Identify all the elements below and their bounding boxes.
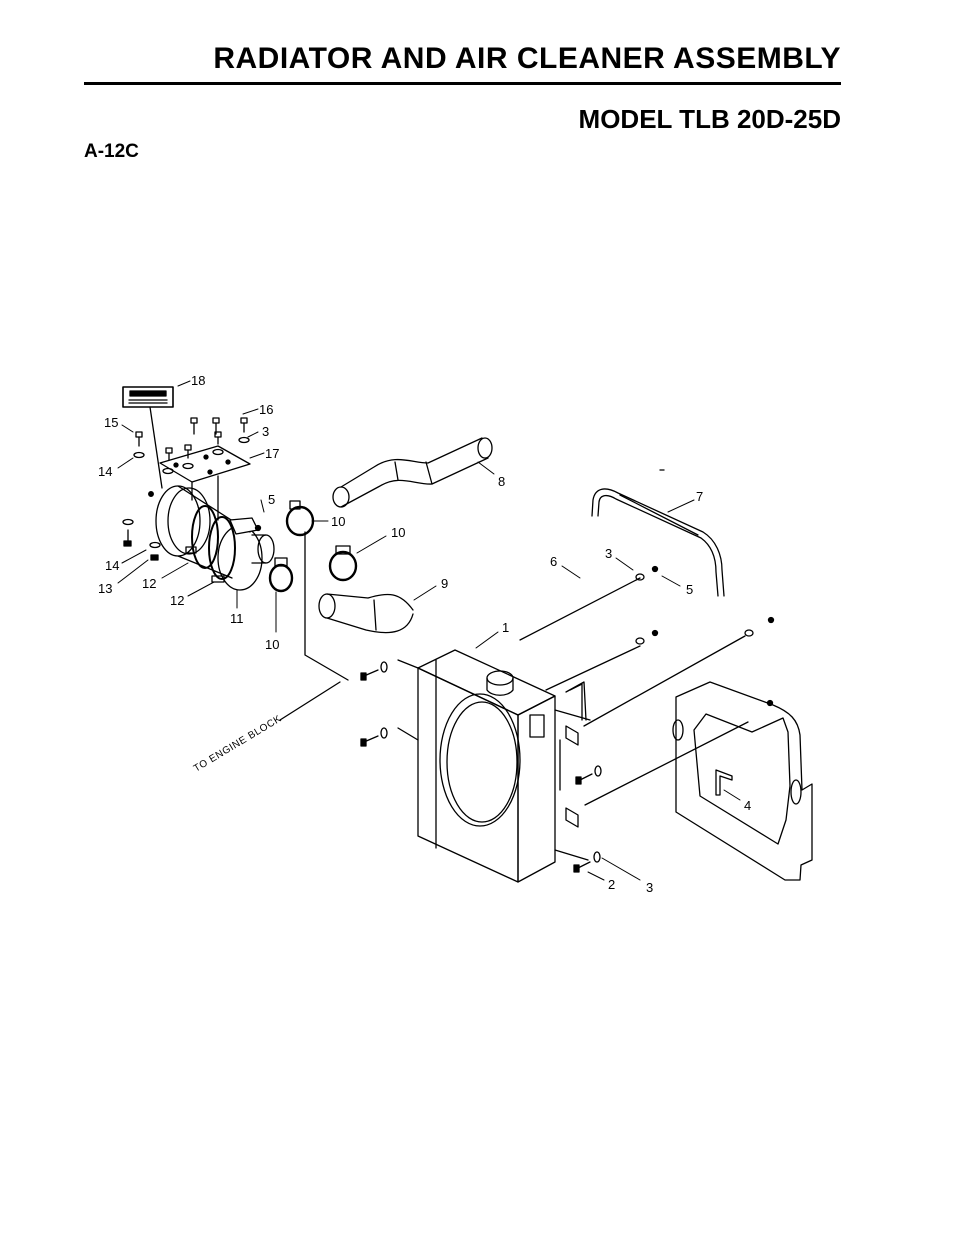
callout-3: 3 — [646, 880, 653, 895]
model-number: MODEL TLB 20D-25D — [578, 104, 841, 134]
radiator — [417, 649, 591, 883]
callout-10: 10 — [391, 525, 405, 540]
callout-10: 10 — [265, 637, 279, 652]
cleaner-bracket — [159, 445, 251, 521]
callout-10: 10 — [331, 514, 345, 529]
callout-2: 2 — [608, 877, 615, 892]
callout-3: 3 — [605, 546, 612, 561]
shroud-plate — [672, 681, 813, 881]
callout-14: 14 — [105, 558, 119, 573]
callout-7: 7 — [696, 489, 703, 504]
callout-6: 6 — [550, 554, 557, 569]
title-rule — [84, 82, 841, 85]
page-title: RADIATOR AND AIR CLEANER ASSEMBLY — [213, 42, 841, 75]
callout-13: 13 — [98, 581, 112, 596]
radiator-bolts — [360, 659, 602, 873]
callout-14: 14 — [98, 464, 112, 479]
figure-reference: A-12C — [84, 141, 139, 162]
bracket-bolts — [122, 417, 250, 561]
callout-1: 1 — [502, 620, 509, 635]
callout-4: 4 — [744, 798, 751, 813]
leader-lines — [117, 380, 741, 881]
callout-8: 8 — [498, 474, 505, 489]
callout-15: 15 — [104, 415, 118, 430]
upper-hose — [332, 437, 493, 508]
callout-9: 9 — [441, 576, 448, 591]
callout-5: 5 — [268, 492, 275, 507]
callout-17: 17 — [265, 446, 279, 461]
callout-18: 18 — [191, 373, 205, 388]
lower-hose — [318, 593, 414, 634]
callout-12: 12 — [142, 576, 156, 591]
warning-decal — [122, 386, 174, 489]
assembly-lines — [519, 469, 775, 806]
overflow-tube — [591, 488, 725, 597]
callout-12: 12 — [170, 593, 184, 608]
callout-5: 5 — [686, 582, 693, 597]
engine-lines — [279, 531, 349, 721]
engine-block-note: TO ENGINE BLOCK — [192, 713, 284, 774]
air-cleaner — [155, 485, 275, 591]
callout-11: 11 — [230, 611, 244, 626]
callout-16: 16 — [259, 402, 273, 417]
callout-3: 3 — [262, 424, 269, 439]
